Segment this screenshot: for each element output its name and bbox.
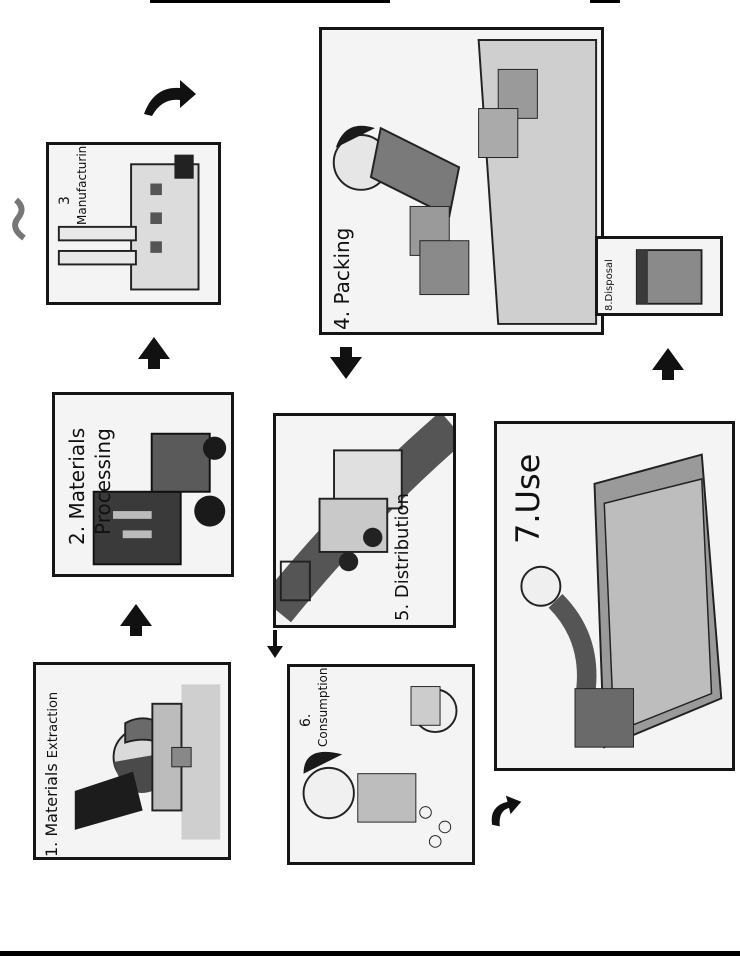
panel-manufacturing: 3 Manufacturing [46, 142, 221, 305]
panel-title: Consumption [316, 667, 330, 747]
panel-title: Use [509, 453, 547, 514]
panel-subtitle: Extraction [46, 691, 61, 759]
panel-materials-processing: 2. Materials Processing [52, 392, 234, 577]
panel-title: Materials [42, 763, 61, 837]
curved-arrow-icon [144, 80, 196, 116]
processing-machine-illustration [92, 432, 227, 566]
panel-distribution-label: 5. Distribution [392, 493, 413, 621]
panel-packing: 4. Packing [319, 27, 604, 335]
miner-illustration [74, 684, 221, 840]
shoppers-illustration [302, 686, 458, 848]
panel-use: 7.Use [494, 421, 735, 771]
panel-title: Disposal [604, 259, 615, 302]
panel-materials-extraction-label: 1. Materials Extraction [42, 692, 61, 857]
panel-distribution: 5. Distribution [273, 413, 456, 628]
panel-title: Distribution [392, 493, 413, 599]
arrow-down-icon [330, 347, 362, 379]
panel-subtitle: Processing [91, 428, 115, 535]
trash-can-illustration [635, 249, 703, 305]
panel-number: 7. [509, 513, 547, 544]
packing-illustration [332, 39, 598, 325]
panel-disposal-label: 8.Disposal [604, 259, 615, 311]
panel-packing-label: 4. Packing [330, 228, 354, 330]
panel-number: 4. [330, 310, 354, 330]
sofa-user-illustration [520, 453, 723, 749]
factory-illustration [57, 154, 200, 291]
panel-number: 2. [65, 525, 89, 545]
arrow-down-thin-icon [267, 630, 283, 658]
scan-top-line-2 [590, 0, 620, 3]
panel-number: 8. [604, 301, 615, 311]
smoke-illustration [12, 197, 26, 241]
panel-disposal: 8.Disposal [595, 236, 723, 316]
panel-number: 5. [392, 603, 413, 621]
panel-title: Manufacturing [75, 142, 89, 225]
panel-number: 6. [298, 713, 314, 727]
arrow-up-icon [652, 348, 684, 380]
curved-arrow-icon [491, 795, 522, 827]
panel-title: Packing [330, 227, 354, 305]
panel-number: 1. [42, 841, 61, 857]
arrow-up-icon [120, 604, 152, 636]
scan-top-line [150, 0, 390, 3]
panel-materials-extraction: 1. Materials Extraction [33, 662, 231, 860]
panel-consumption: 6. Consumption [287, 664, 475, 865]
arrow-up-icon [138, 337, 170, 369]
delivery-truck-illustration [276, 416, 453, 623]
panel-title: Materials [65, 427, 89, 520]
panel-use-label: 7.Use [509, 454, 547, 544]
panel-number: 3 [57, 196, 73, 205]
panel-materials-processing-label: 2. Materials [65, 428, 89, 545]
scan-bottom-line [0, 951, 740, 956]
